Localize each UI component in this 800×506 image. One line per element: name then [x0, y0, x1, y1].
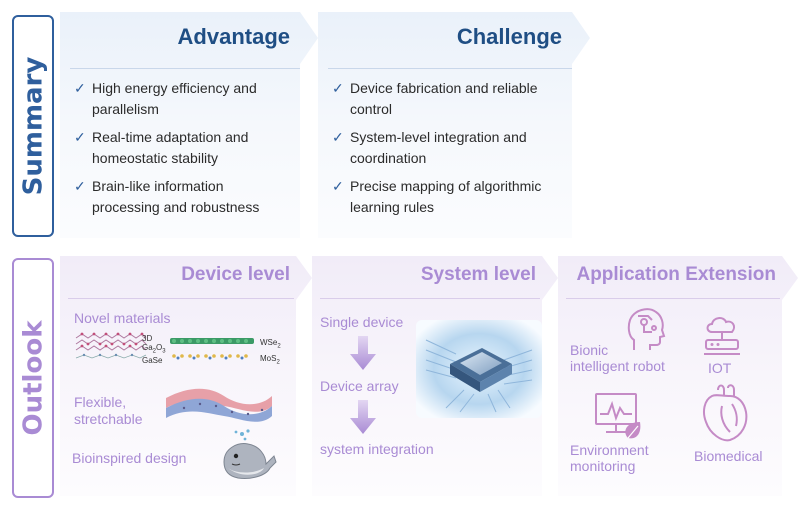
robot-head-icon [627, 308, 666, 350]
check-icon: ✓ [74, 129, 86, 145]
material-wse2: WSe2 [260, 338, 281, 350]
material-3d: 3D [142, 334, 153, 343]
single-device-label: Single device [320, 314, 404, 330]
arrow-down-icon [350, 400, 376, 434]
flexible-label: Flexible,stretchable [74, 394, 143, 427]
outlook-label-text: Outlook [18, 320, 48, 436]
device-level-title: Device level [181, 264, 290, 285]
summary-label-text: Summary [18, 56, 49, 196]
system-level-panel: System level Single device Device array … [312, 256, 558, 496]
flexible-film-icon [166, 388, 272, 422]
environment-monitor-icon [595, 393, 641, 439]
material-ga2o3: Ga2O3 [142, 343, 166, 355]
novel-materials-label: Novel materials [74, 310, 171, 326]
system-level-title: System level [420, 264, 536, 285]
cloud-iot-icon [704, 317, 740, 355]
iot-label: IOT [708, 360, 732, 376]
summary-side-label: Summary [12, 15, 54, 237]
device-level-panel: Device level Novel materials 3D Ga2O3 Ga… [60, 256, 312, 496]
device-array-label: Device array [320, 378, 399, 394]
arrow-down-icon [350, 336, 376, 370]
check-icon: ✓ [74, 80, 86, 96]
challenge-title: Challenge [456, 24, 562, 49]
whale-icon [223, 429, 277, 479]
application-extension-title: Application Extension [576, 264, 776, 285]
heart-icon [703, 384, 748, 442]
material-mos2: MoS2 [260, 354, 280, 366]
bioinspired-label: Bioinspired design [72, 450, 187, 466]
material-gase: GaSe [142, 356, 163, 365]
check-icon: ✓ [332, 80, 344, 96]
outlook-side-label: Outlook [12, 258, 54, 498]
check-icon: ✓ [332, 129, 344, 145]
biomedical-label: Biomedical [694, 448, 763, 464]
chip-icon [416, 320, 542, 418]
challenge-panel: Challenge ✓ Device fabrication and relia… [318, 12, 590, 238]
advantage-title: Advantage [177, 24, 290, 49]
layered-2d-material-icon [170, 338, 254, 360]
system-integration-label: system integration [320, 441, 434, 457]
crystal-lattice-icon [75, 332, 147, 359]
check-icon: ✓ [74, 178, 86, 194]
check-icon: ✓ [332, 178, 344, 194]
